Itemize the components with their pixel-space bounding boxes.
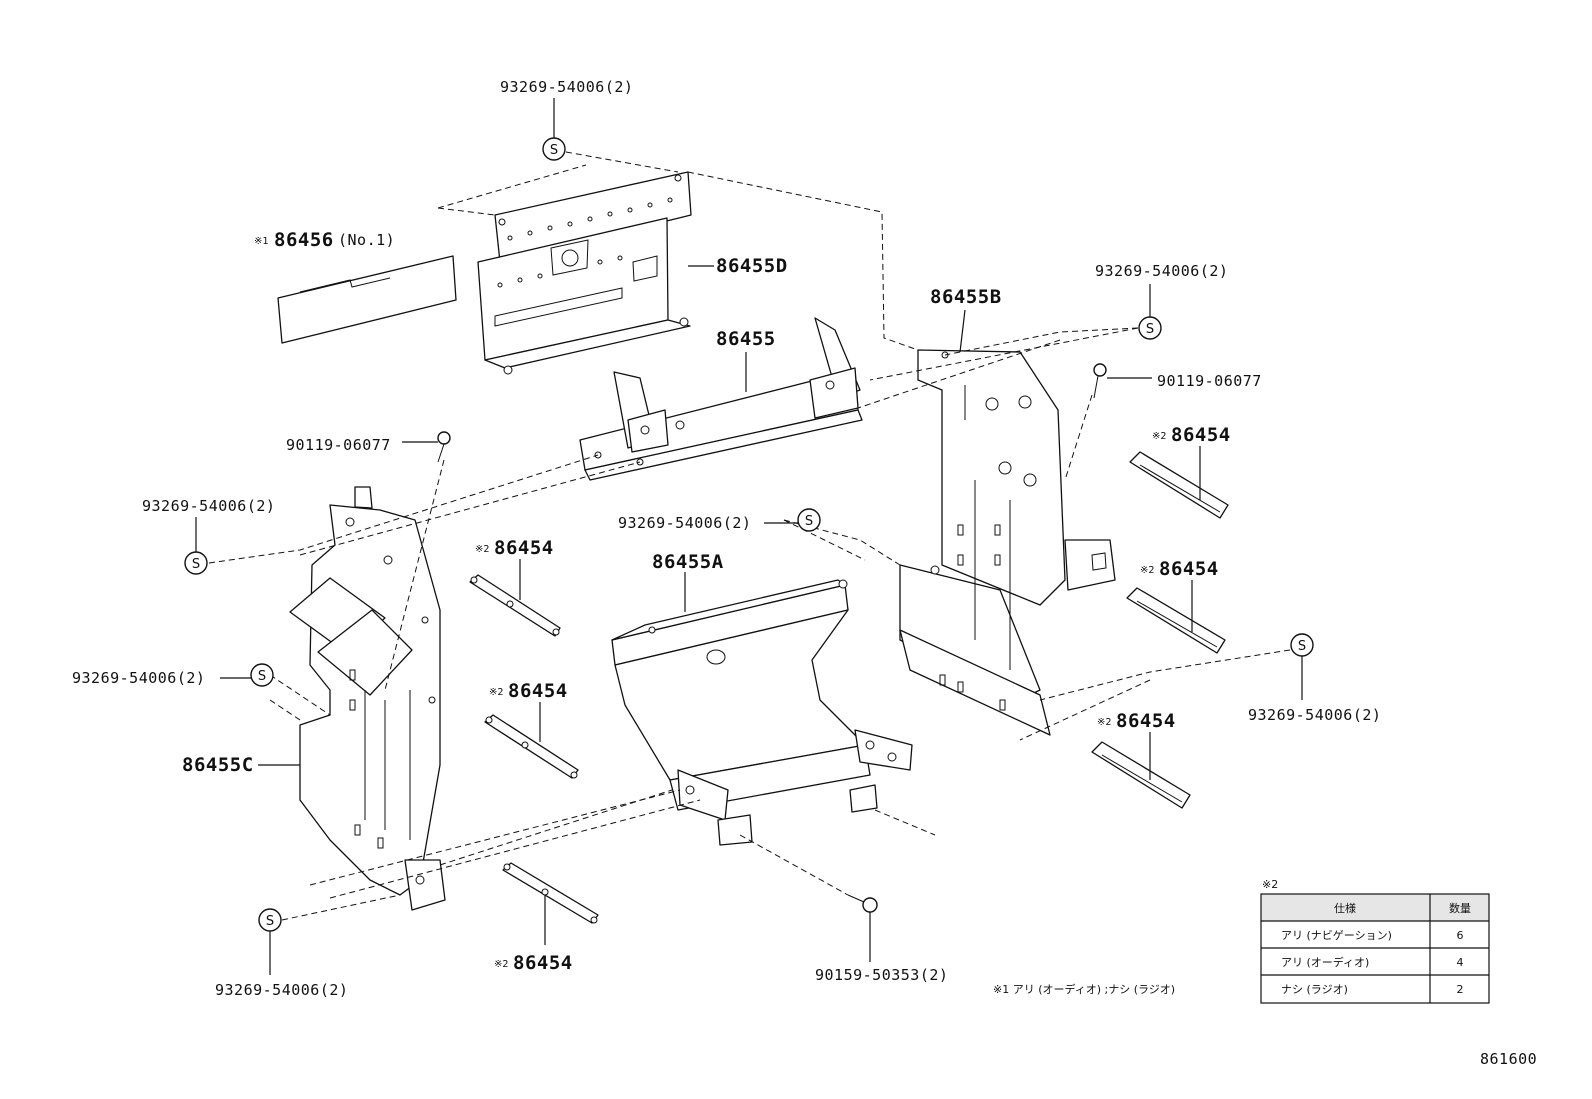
spec-row-qty: 4 <box>1457 956 1464 969</box>
label-86456: 86456 <box>274 229 334 251</box>
rail-86454-b <box>484 714 579 779</box>
label-86454-prefix: ※2 <box>1140 565 1154 576</box>
svg-text:S: S <box>1298 639 1306 654</box>
label-86455B: 86455B <box>930 286 1002 308</box>
label-86454: 86454 <box>1171 424 1231 446</box>
spec-table-marker: ※2 <box>1262 878 1278 891</box>
screw-symbol-icon: S <box>797 508 821 532</box>
label-86454: 86454 <box>1159 558 1219 580</box>
label-left-fastener-1: 93269-54006(2) <box>142 497 275 515</box>
spec-header-spec: 仕様 <box>1334 901 1356 915</box>
part-86455C-panel <box>289 486 446 911</box>
label-86455: 86455 <box>716 328 776 350</box>
spec-header-qty: 数量 <box>1449 902 1471 915</box>
label-86454: 86454 <box>513 952 573 974</box>
svg-text:S: S <box>805 514 813 529</box>
label-left-fastener-2: 93269-54006(2) <box>72 669 205 687</box>
label-bottom-left-fastener: 93269-54006(2) <box>215 981 348 999</box>
svg-text:S: S <box>192 557 200 572</box>
label-bottom-bolt: 90159-50353(2) <box>815 966 948 984</box>
label-top-fastener: 93269-54006(2) <box>500 78 633 96</box>
screw-symbol-icon: S <box>184 551 208 575</box>
label-right-top-fastener: 93269-54006(2) <box>1095 262 1228 280</box>
rail-86454-a <box>469 574 561 637</box>
svg-text:S: S <box>266 914 274 929</box>
spec-table: ※2 仕様 数量 アリ (ナビゲーション) 6 アリ (オーディオ) 4 ナシ … <box>1260 878 1490 1004</box>
svg-text:S: S <box>550 143 558 158</box>
label-86454-prefix: ※2 <box>489 687 503 698</box>
label-86455C: 86455C <box>182 754 254 776</box>
spec-row-label: アリ (オーディオ) <box>1281 955 1369 969</box>
part-86455-tray <box>579 317 863 481</box>
diagram-id: 861600 <box>1480 1050 1537 1068</box>
screw-symbol-icon: S <box>1290 633 1314 657</box>
spec-row-qty: 2 <box>1457 983 1464 996</box>
screw-symbol-icon: S <box>1138 316 1162 340</box>
label-center-fastener: 93269-54006(2) <box>618 514 751 532</box>
label-86455A: 86455A <box>652 551 724 573</box>
label-86454-prefix: ※2 <box>1152 431 1166 442</box>
label-86454-prefix: ※2 <box>475 544 489 555</box>
svg-text:S: S <box>1146 322 1154 337</box>
screw-symbol-icon: S <box>542 137 566 161</box>
label-right-bolt: 90119-06077 <box>1157 372 1262 390</box>
part-86456-pad <box>277 255 457 344</box>
screw-symbol-icon: S <box>258 908 282 932</box>
assembly-lines <box>208 151 1291 921</box>
label-86454: 86454 <box>508 680 568 702</box>
spec-row-qty: 6 <box>1457 929 1464 942</box>
rail-86454-f <box>1091 741 1191 809</box>
spec-row-label: ナシ (ラジオ) <box>1281 983 1348 996</box>
part-86455D-bracket <box>477 171 692 375</box>
label-86454: 86454 <box>494 537 554 559</box>
screw-symbol-icon: S <box>250 663 274 687</box>
rail-86454-d <box>1129 451 1229 519</box>
bolt-icon <box>847 894 878 913</box>
label-86454-prefix: ※2 <box>1097 717 1111 728</box>
footnote-1: ※1 アリ (オーディオ) ;ナシ (ラジオ) <box>993 982 1175 996</box>
bolt-icon <box>437 431 451 463</box>
bolt-icon <box>1093 363 1107 399</box>
label-left-bolt: 90119-06077 <box>286 436 391 454</box>
label-right-mid-fastener: 93269-54006(2) <box>1248 706 1381 724</box>
label-86456-prefix: ※1 <box>254 236 268 247</box>
rail-86454-c <box>502 862 599 924</box>
spec-row-label: アリ (ナビゲーション) <box>1281 929 1392 942</box>
part-86455B-panel <box>899 349 1116 736</box>
label-86455D: 86455D <box>716 255 788 277</box>
part-86455A-bracket <box>611 579 913 846</box>
label-86454: 86454 <box>1116 710 1176 732</box>
label-86456-suffix: (No.1) <box>338 231 395 249</box>
rail-86454-e <box>1126 587 1226 654</box>
leader-lines <box>195 98 1303 975</box>
svg-text:S: S <box>258 669 266 684</box>
label-86454-prefix: ※2 <box>494 959 508 970</box>
